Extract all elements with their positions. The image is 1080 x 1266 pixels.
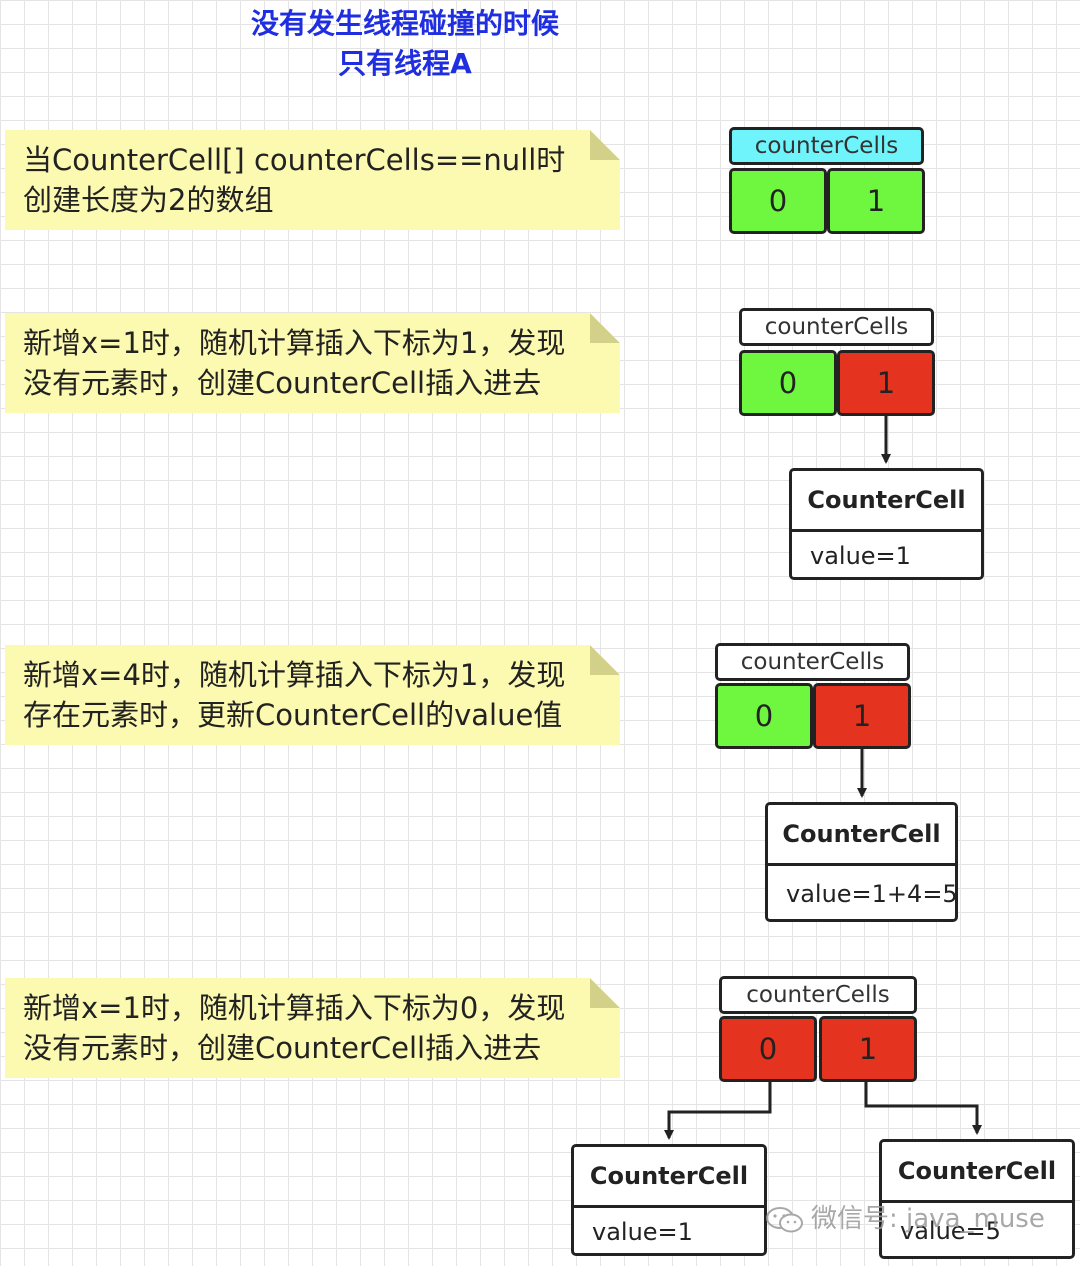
note-step3-line2: 存在元素时，更新CounterCell的value值	[23, 698, 563, 732]
note-step1: 当CounterCell[] counterCells==null时 创建长度为…	[5, 130, 620, 230]
note-step2-line1: 新增x=1时，随机计算插入下标为1，发现	[23, 326, 566, 360]
counter-cell-value: value=5	[900, 1217, 1001, 1245]
arrow-step4-left	[664, 1081, 772, 1140]
note-step2-line2: 没有元素时，创建CounterCell插入进去	[23, 366, 542, 400]
cell-0-step3: 0	[715, 683, 813, 749]
title-line-1: 没有发生线程碰撞的时候	[250, 7, 559, 40]
note-step3: 新增x=4时，随机计算插入下标为1，发现 存在元素时，更新CounterCell…	[5, 645, 620, 745]
note-step2: 新增x=1时，随机计算插入下标为1，发现 没有元素时，创建CounterCell…	[5, 313, 620, 413]
title-line-2: 只有线程A	[338, 47, 472, 80]
wechat-icon	[766, 1206, 803, 1232]
note-step4: 新增x=1时，随机计算插入下标为0，发现 没有元素时，创建CounterCell…	[5, 978, 620, 1078]
counter-cell-title: CounterCell	[882, 1142, 1072, 1203]
counter-cell-value: value=1	[810, 542, 911, 570]
diagram-title: 没有发生线程碰撞的时候 只有线程A	[180, 4, 630, 84]
note-step1-line1: 当CounterCell[] counterCells==null时	[23, 143, 566, 177]
cell-0-step1: 0	[729, 168, 827, 234]
counter-cell-node-step4-left: CounterCell value=1	[571, 1144, 767, 1256]
counter-cell-title: CounterCell	[768, 805, 955, 866]
counter-cell-node-step2: CounterCell value=1	[789, 468, 984, 580]
counter-cell-title: CounterCell	[792, 471, 981, 532]
counter-cells-header-step1: counterCells	[729, 127, 924, 165]
note-step4-line1: 新增x=1时，随机计算插入下标为0，发现	[23, 991, 566, 1025]
note-step4-line2: 没有元素时，创建CounterCell插入进去	[23, 1031, 542, 1065]
counter-cell-node-step4-right: CounterCell value=5	[879, 1139, 1075, 1259]
cell-1-step2: 1	[837, 350, 935, 416]
cell-0-step4: 0	[719, 1016, 817, 1082]
cell-1-step3: 1	[813, 683, 911, 749]
note-step1-line2: 创建长度为2的数组	[23, 183, 274, 217]
cell-1-step4: 1	[819, 1016, 917, 1082]
counter-cell-value: value=1	[592, 1218, 693, 1246]
cell-1-step1: 1	[827, 168, 925, 234]
counter-cells-header-step4: counterCells	[719, 976, 917, 1014]
watermark: 微信号: java_muse	[765, 1198, 1045, 1235]
watermark-text: 微信号: java_muse	[811, 1204, 1045, 1234]
counter-cell-node-step3: CounterCell value=1+4=5	[765, 802, 958, 922]
cell-0-step2: 0	[739, 350, 837, 416]
counter-cell-title: CounterCell	[574, 1147, 764, 1208]
note-step3-line1: 新增x=4时，随机计算插入下标为1，发现	[23, 658, 566, 692]
counter-cell-value: value=1+4=5	[786, 880, 958, 908]
counter-cells-header-step3: counterCells	[715, 643, 910, 681]
arrow-step4-right	[864, 1081, 982, 1135]
counter-cells-header-step2: counterCells	[739, 308, 934, 346]
